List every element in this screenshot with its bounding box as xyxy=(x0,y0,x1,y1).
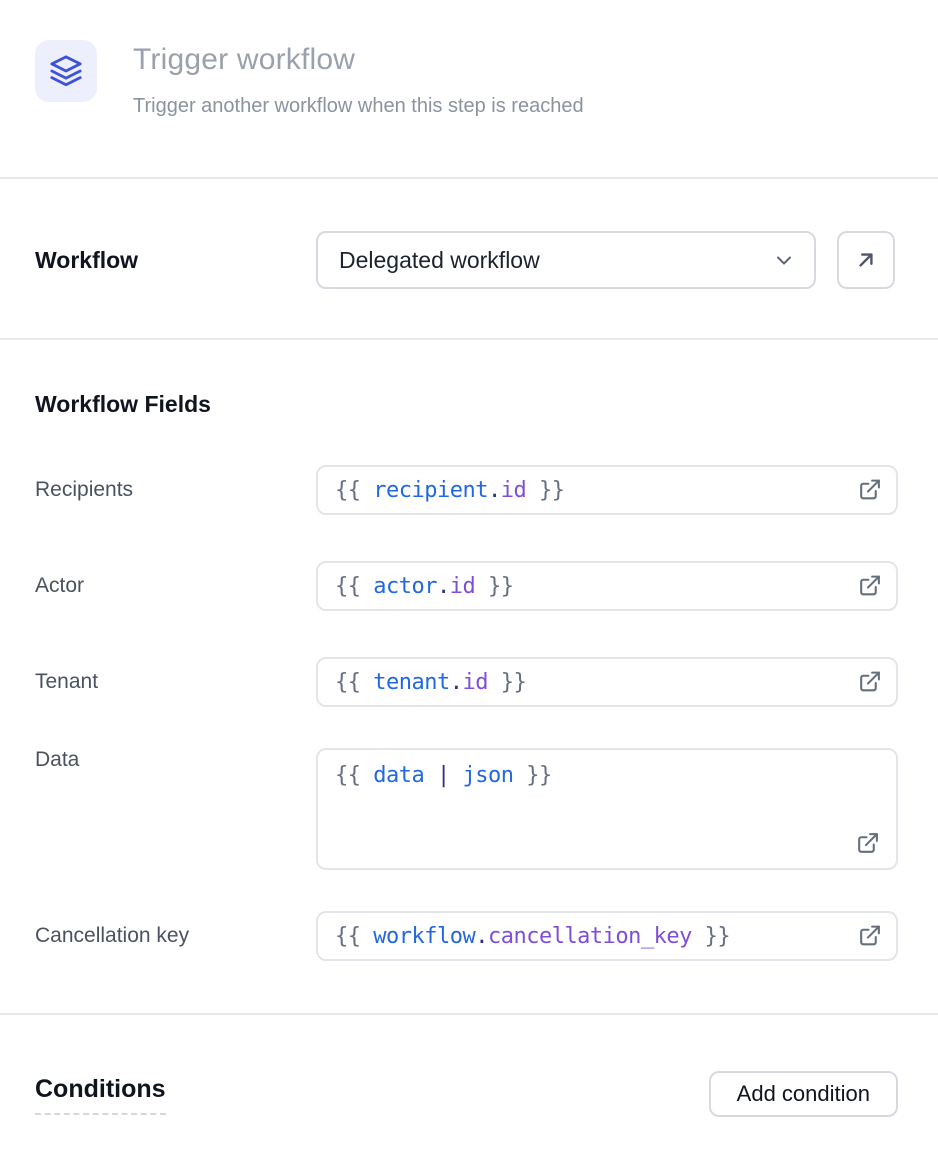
field-label: Recipients xyxy=(35,478,134,501)
workflow-select-value: Delegated workflow xyxy=(339,246,540,273)
tenant-input[interactable]: {{ tenant.id }} xyxy=(316,657,898,707)
field-row-tenant: Tenant {{ tenant.id }} xyxy=(35,657,898,707)
external-link-icon[interactable] xyxy=(857,574,882,599)
field-row-actor: Actor {{ actor.id }} xyxy=(35,561,898,611)
field-label: Data xyxy=(35,748,80,771)
actor-input[interactable]: {{ actor.id }} xyxy=(316,561,898,611)
workflow-fields-section: Workflow Fields Recipients {{ recipient.… xyxy=(0,390,938,1013)
field-row-data: Data {{ data | json }} xyxy=(35,748,898,870)
page-subtitle: Trigger another workflow when this step … xyxy=(133,95,584,117)
divider xyxy=(0,338,938,340)
workflow-fields-heading: Workflow Fields xyxy=(35,391,211,417)
chevron-down-icon xyxy=(772,248,796,272)
data-input[interactable]: {{ data | json }} xyxy=(316,748,898,870)
field-label: Cancellation key xyxy=(35,924,190,947)
external-link-icon[interactable] xyxy=(857,478,882,503)
arrow-up-right-icon xyxy=(853,247,879,273)
liquid-expression: {{ workflow.cancellation_key }} xyxy=(335,923,731,949)
layers-icon xyxy=(49,54,83,88)
liquid-expression: {{ recipient.id }} xyxy=(335,477,565,503)
add-condition-button[interactable]: Add condition xyxy=(708,1071,898,1117)
external-link-icon[interactable] xyxy=(857,924,882,949)
conditions-section: Conditions Add condition xyxy=(0,1015,938,1117)
divider xyxy=(0,1013,938,1015)
page-title: Trigger workflow xyxy=(133,43,356,76)
divider xyxy=(0,177,938,179)
step-header: Trigger workflow Trigger another workflo… xyxy=(0,0,938,119)
workflow-label: Workflow xyxy=(35,246,139,273)
workflow-select-row: Workflow Delegated workflow xyxy=(0,179,938,338)
field-label: Tenant xyxy=(35,670,99,693)
liquid-expression: {{ tenant.id }} xyxy=(335,669,527,695)
open-workflow-button[interactable] xyxy=(837,231,895,289)
field-label: Actor xyxy=(35,574,85,597)
step-icon-badge xyxy=(35,40,97,102)
external-link-icon[interactable] xyxy=(855,831,880,856)
external-link-icon[interactable] xyxy=(857,670,882,695)
field-row-recipients: Recipients {{ recipient.id }} xyxy=(35,465,898,515)
conditions-heading: Conditions xyxy=(35,1074,166,1115)
cancellation-key-input[interactable]: {{ workflow.cancellation_key }} xyxy=(316,911,898,961)
workflow-select[interactable]: Delegated workflow xyxy=(316,231,816,289)
liquid-expression: {{ actor.id }} xyxy=(335,573,514,599)
field-row-cancellation-key: Cancellation key {{ workflow.cancellatio… xyxy=(35,911,898,961)
recipients-input[interactable]: {{ recipient.id }} xyxy=(316,465,898,515)
liquid-expression: {{ data | json }} xyxy=(335,763,552,788)
